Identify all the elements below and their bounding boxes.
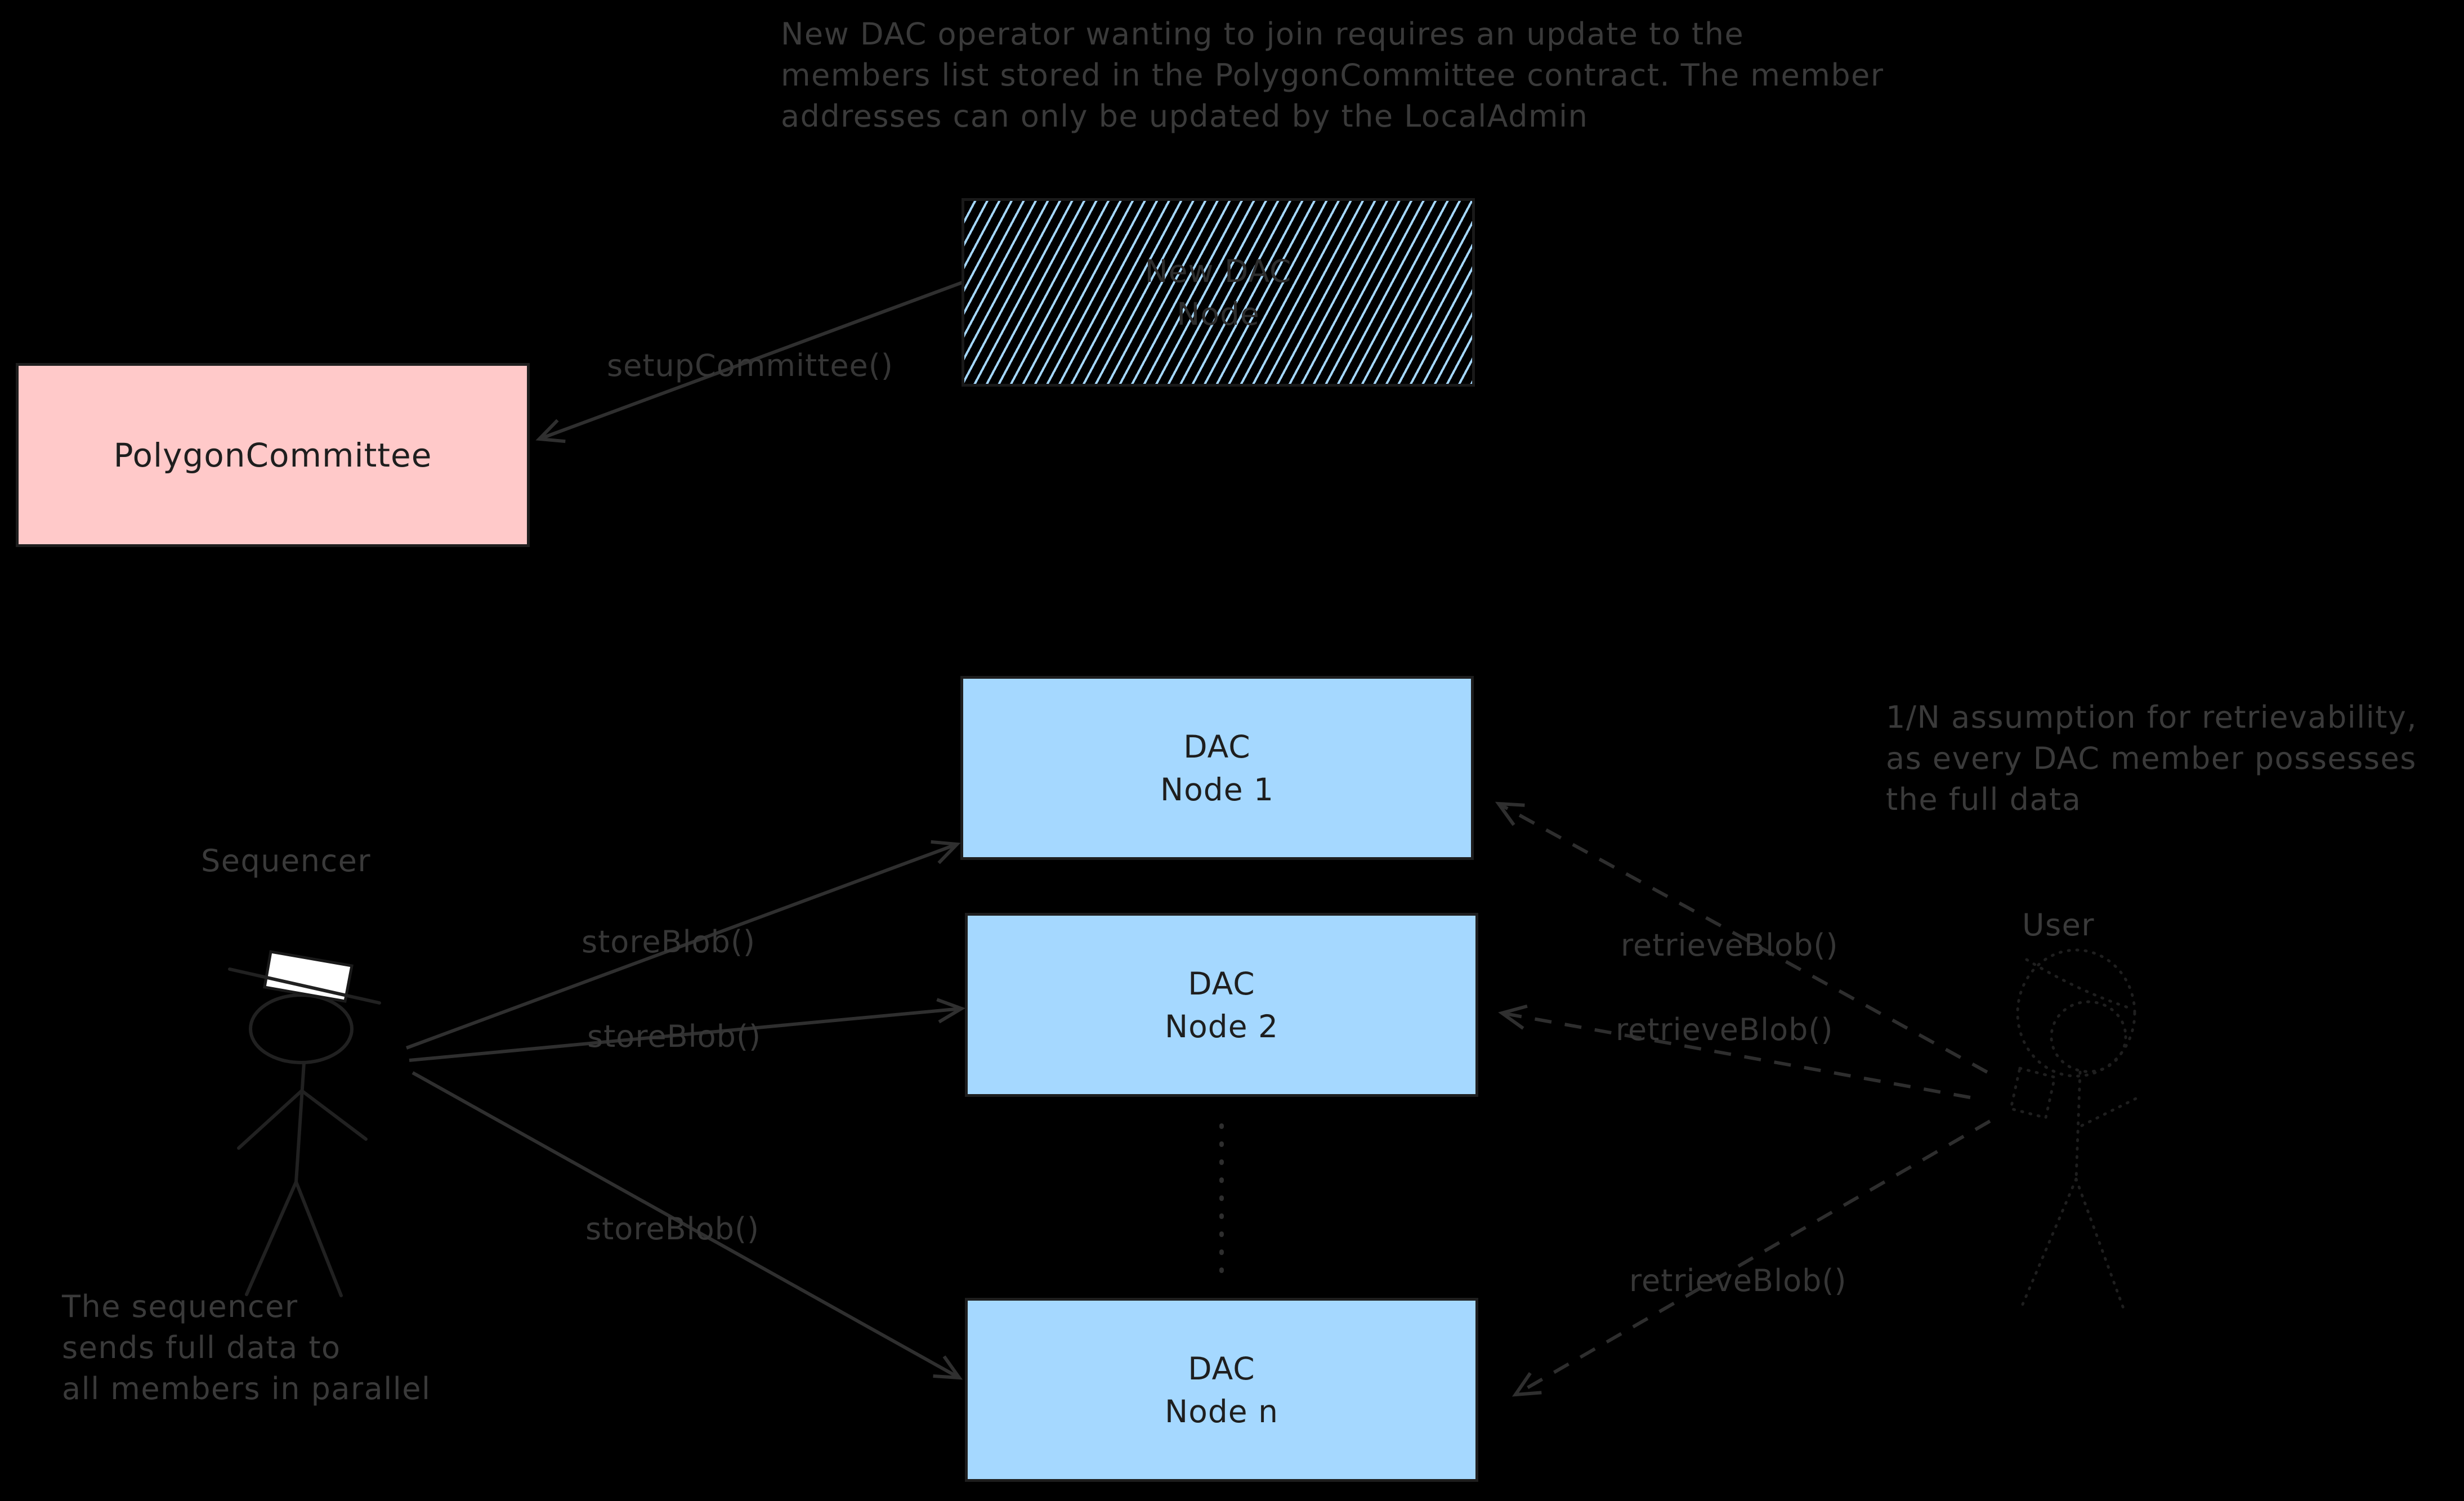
top-note-line: addresses can only be updated by the Loc… <box>781 98 1589 134</box>
retrievability-note-line: the full data <box>1886 782 2082 817</box>
retrieve-blob-label-3: retrieveBlob() <box>1629 1263 1847 1298</box>
store-blob-arrow-1 <box>405 840 961 1050</box>
sequencer-label: Sequencer <box>201 843 372 879</box>
box-dac-node-n-label: Node n <box>1165 1393 1278 1430</box>
box-dac-node-n: DAC Node n <box>965 1298 1478 1482</box>
retrieve-blob-arrow-2 <box>1498 1004 1971 1099</box>
box-dac-node-1: DAC Node 1 <box>960 676 1474 860</box>
box-dac-node-1-label: DAC <box>1183 728 1251 765</box>
retrievability-note: 1/N assumption for retrievability, as ev… <box>1886 697 2417 820</box>
store-blob-arrows <box>405 840 965 1380</box>
retrieve-blob-arrow-3 <box>1512 1119 1991 1397</box>
box-dac-node-n-label: DAC <box>1188 1350 1255 1387</box>
box-polygon-committee-label: PolygonCommittee <box>113 436 432 474</box>
sequencer-figure-icon <box>228 950 381 1297</box>
sequencer-note: The sequencer sends full data to all mem… <box>62 1286 431 1409</box>
setup-committee-arrow <box>535 277 974 443</box>
setup-committee-label: setupCommittee() <box>607 348 893 383</box>
retrieve-blob-arrows <box>1495 801 1991 1397</box>
box-dac-node-2-label: Node 2 <box>1164 1008 1279 1045</box>
retrieve-blob-label-2: retrieveBlob() <box>1616 1012 1834 1047</box>
box-polygon-committee: PolygonCommittee <box>16 363 530 547</box>
sequencer-note-line: all members in parallel <box>62 1371 431 1406</box>
box-dac-node-2: DAC Node 2 <box>965 913 1478 1097</box>
sequencer-note-line: sends full data to <box>62 1330 341 1365</box>
store-blob-arrow-3 <box>412 1071 963 1380</box>
retrievability-note-line: as every DAC member possesses <box>1886 741 2417 776</box>
retrievability-note-line: 1/N assumption for retrievability, <box>1886 700 2418 735</box>
box-new-dac-node-label: Node <box>1177 295 1260 332</box>
box-new-dac-node-label: New DAC <box>1144 253 1292 289</box>
box-dac-node-2-label: DAC <box>1188 965 1255 1002</box>
top-note-line: New DAC operator wanting to join require… <box>781 16 1745 52</box>
sequencer-note-line: The sequencer <box>62 1289 298 1324</box>
box-dac-node-1-label: Node 1 <box>1160 771 1275 808</box>
top-note: New DAC operator wanting to join require… <box>781 14 1884 137</box>
retrieve-blob-label-1: retrieveBlob() <box>1621 928 1839 963</box>
user-label: User <box>2022 907 2095 943</box>
store-blob-label-3: storeBlob() <box>585 1211 760 1247</box>
sequencer-hat-icon <box>263 950 354 1003</box>
top-note-line: members list stored in the PolygonCommit… <box>781 57 1884 93</box>
store-blob-arrow-2 <box>409 998 965 1062</box>
retrieve-blob-arrow-1 <box>1495 801 1988 1074</box>
box-new-dac-node: New DAC Node <box>962 198 1475 387</box>
store-blob-label-2: storeBlob() <box>587 1019 762 1054</box>
user-figure-icon <box>2009 948 2142 1313</box>
store-blob-label-1: storeBlob() <box>582 924 756 960</box>
